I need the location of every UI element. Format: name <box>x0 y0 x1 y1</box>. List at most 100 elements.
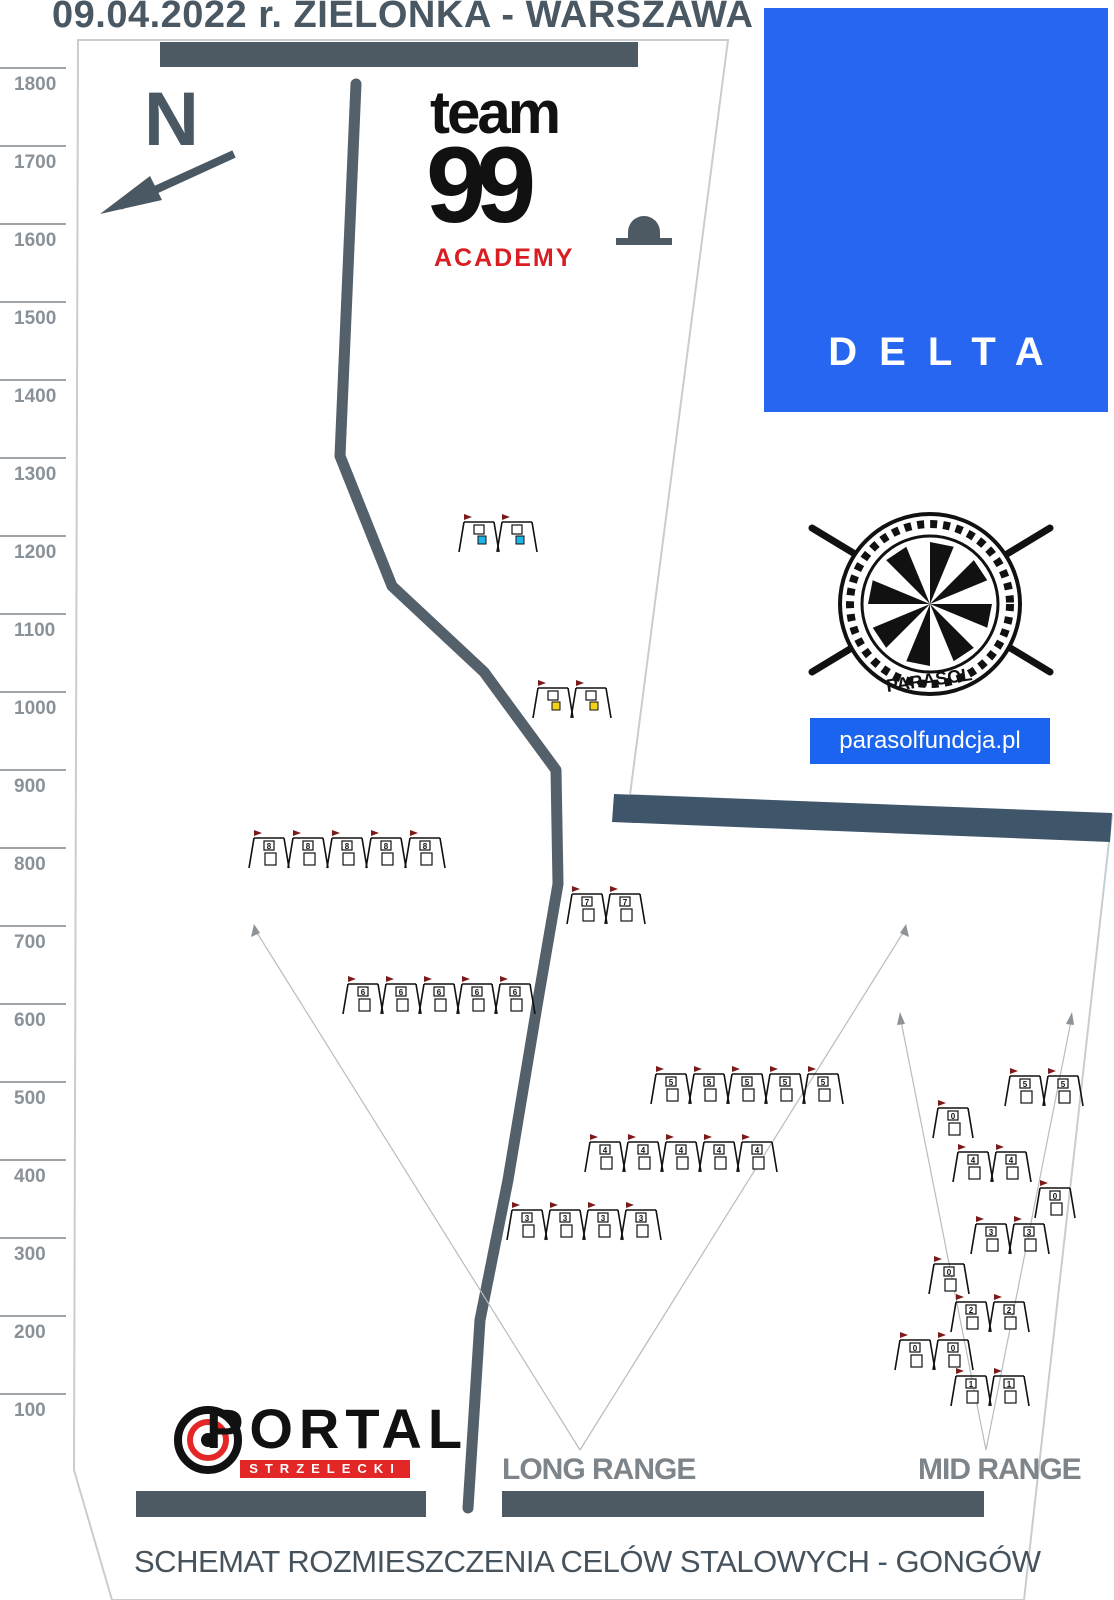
target-number: 0 <box>951 1112 956 1121</box>
target-leg <box>1008 1223 1015 1255</box>
target-plate <box>944 1278 957 1292</box>
steel-target: 4 <box>584 1134 626 1173</box>
target-leg <box>950 1375 957 1407</box>
steel-target: 6 <box>456 976 498 1015</box>
target-number-box <box>263 840 275 851</box>
target-flag-icon <box>462 976 470 982</box>
target-number-box <box>817 1076 829 1087</box>
target-number-box <box>1057 1078 1069 1089</box>
target-number: 6 <box>475 988 480 997</box>
target-number: 0 <box>1053 1192 1058 1201</box>
target-number-box <box>521 1212 533 1223</box>
target-number: 1 <box>1007 1380 1012 1389</box>
target-plate <box>420 852 433 866</box>
target-leg <box>967 1339 974 1371</box>
target-leg <box>622 1141 629 1173</box>
target-leg <box>532 687 539 719</box>
target-leg <box>605 687 612 719</box>
target-plate <box>666 1088 679 1102</box>
target-flag-icon <box>538 680 546 686</box>
target-number-box <box>947 1342 959 1353</box>
target-leg <box>650 1073 657 1105</box>
target-number-box <box>419 840 431 851</box>
target-flag-icon <box>1014 1216 1022 1222</box>
target-number-box <box>473 524 485 535</box>
target-plate <box>752 1156 765 1170</box>
target-number: 6 <box>437 988 442 997</box>
target-leg <box>1042 1075 1049 1107</box>
target-flag-icon <box>590 1134 598 1140</box>
steel-target: 4 <box>622 1134 664 1173</box>
target-number: 4 <box>1009 1156 1014 1165</box>
target-number: 4 <box>641 1146 646 1155</box>
target-leg <box>342 983 349 1015</box>
target-leg <box>952 1151 959 1183</box>
steel-target: 8 <box>248 830 290 869</box>
target-number-box <box>965 1378 977 1389</box>
target-number: 7 <box>623 898 628 907</box>
target-plate <box>714 1156 727 1170</box>
scale-label-1700: 1700 <box>14 152 57 173</box>
target-leg <box>531 521 538 553</box>
target-plate <box>910 1354 923 1368</box>
target-flag-icon <box>332 830 340 836</box>
portal-target-icon <box>174 1406 242 1474</box>
target-leg <box>1023 1375 1030 1407</box>
scale-label-1200: 1200 <box>14 542 57 563</box>
parasol-ray <box>930 604 992 628</box>
target-plate <box>600 1156 613 1170</box>
target-leg <box>494 983 501 1015</box>
target-plate <box>1058 1090 1071 1104</box>
target-plate <box>1020 1090 1033 1104</box>
target-flag-icon <box>1010 1068 1018 1074</box>
target-leg <box>967 1107 974 1139</box>
target-flag-icon <box>626 1202 634 1208</box>
target-flag-icon <box>424 976 432 982</box>
scale-label-1500: 1500 <box>14 308 57 329</box>
target-leg <box>544 1209 551 1241</box>
parasol-ray <box>906 604 930 666</box>
target-flag-icon <box>996 1144 1004 1150</box>
target-leg <box>698 1141 705 1173</box>
target-leg <box>604 893 611 925</box>
target-plate <box>676 1156 689 1170</box>
target-leg <box>932 1107 939 1139</box>
target-leg <box>365 837 372 869</box>
steel-target: 0 <box>928 1256 970 1295</box>
target-plate <box>598 1224 611 1238</box>
target-plate <box>704 1088 717 1102</box>
target-leg <box>988 1375 995 1407</box>
target-leg <box>736 1141 743 1173</box>
team99-logo-sub: ACADEMY <box>434 244 575 272</box>
target-flag-icon <box>293 830 301 836</box>
target-plate <box>342 852 355 866</box>
steel-target: 7 <box>604 886 646 925</box>
target-leg <box>582 1209 589 1241</box>
parasol-ray <box>930 542 954 604</box>
gong-dome-icon <box>628 216 660 238</box>
target-plate <box>966 1390 979 1404</box>
page-title: 09.04.2022 r. ZIELONKA - WARSZAWA <box>52 0 754 36</box>
target-number-box <box>511 524 523 535</box>
steel-target <box>532 680 574 719</box>
scale-label-700: 700 <box>14 932 46 953</box>
steel-target: 5 <box>802 1066 844 1105</box>
target-plate <box>396 998 409 1012</box>
portal-firing-line <box>136 1491 426 1517</box>
steel-target: 3 <box>620 1202 662 1241</box>
steel-target: 6 <box>494 976 536 1015</box>
target-flag-icon <box>550 1202 558 1208</box>
target-number-box <box>637 1144 649 1155</box>
target-flag-icon <box>464 514 472 520</box>
target-flag-icon <box>976 1216 984 1222</box>
parasol-ray <box>868 580 930 604</box>
target-number-box <box>395 986 407 997</box>
target-plate <box>1050 1202 1063 1216</box>
target-plate <box>472 998 485 1012</box>
target-plate <box>968 1166 981 1180</box>
target-flag-icon <box>588 1202 596 1208</box>
target-plate <box>582 908 595 922</box>
target-flag-icon <box>1040 1180 1048 1186</box>
scale-label-900: 900 <box>14 776 46 797</box>
target-marker <box>515 535 525 545</box>
